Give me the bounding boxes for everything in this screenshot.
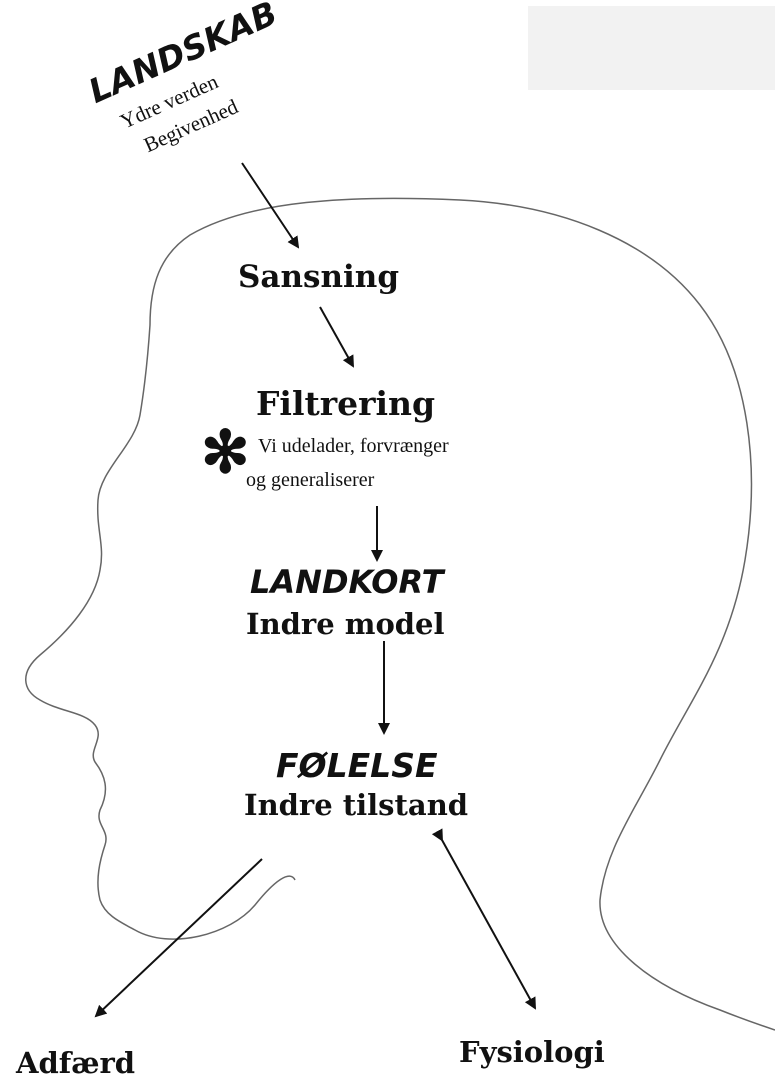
- sansning-label: Sansning: [238, 259, 399, 295]
- top-right-box: [528, 6, 775, 90]
- filtrering-note-line1: Vi udelader, forvrænger: [258, 435, 449, 457]
- landskab-block: LANDSKAB Ydre verden Begivenhed: [83, 0, 283, 157]
- folelse-subtitle: Indre tilstand: [244, 788, 468, 822]
- arrow-landskab-sansning: [241, 162, 300, 249]
- adfaerd-label: Adfærd: [15, 1046, 135, 1080]
- landkort-title: LANDKORT: [250, 563, 446, 601]
- face-outline: [25, 324, 296, 940]
- arrow-sansning-filtrering: [319, 306, 354, 368]
- asterisk-icon: ✻: [201, 418, 250, 486]
- arrow-folelse-fysiologi: [431, 828, 536, 1010]
- folelse-title: FØLELSE: [276, 746, 438, 785]
- landkort-subtitle: Indre model: [246, 607, 445, 641]
- fysiologi-label: Fysiologi: [459, 1035, 605, 1069]
- head-outline: [149, 197, 775, 1031]
- arrow-folelse-adfaerd: [94, 858, 263, 1018]
- filtrering-title: Filtrering: [256, 384, 435, 423]
- filtrering-note-line2: og generaliserer: [246, 469, 375, 491]
